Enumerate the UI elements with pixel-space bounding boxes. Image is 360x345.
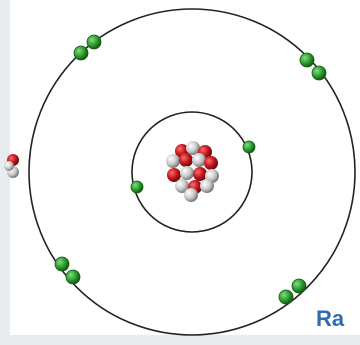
- electron: [86, 34, 102, 50]
- nucleus-particle: [186, 141, 200, 155]
- nucleus-particle: [179, 153, 193, 167]
- inner-shell-electrons: [130, 140, 256, 194]
- nucleus-particle: [167, 168, 181, 182]
- electron: [242, 140, 256, 154]
- nucleus-particle: [175, 179, 189, 193]
- electron: [278, 289, 294, 305]
- electron: [65, 269, 81, 285]
- nucleus-particle: [193, 167, 207, 181]
- electron: [130, 180, 144, 194]
- nucleus-particle: [200, 179, 214, 193]
- nucleus-particle: [204, 156, 218, 170]
- bottom-frame-strip: [0, 335, 360, 345]
- neighbor-atom-fragment: [4, 154, 19, 178]
- inner-orbit: [131, 111, 253, 233]
- nucleus-particle: [166, 154, 180, 168]
- electron: [311, 65, 327, 81]
- left-frame-strip: [0, 0, 10, 345]
- nucleus: [166, 141, 219, 202]
- outer-shell-electrons: [54, 34, 327, 305]
- electron: [291, 278, 307, 294]
- nucleus-particle: [184, 188, 198, 202]
- nucleus-particle: [180, 166, 194, 180]
- electron: [73, 45, 89, 61]
- element-caption: Ra: [316, 306, 345, 331]
- electron: [299, 52, 315, 68]
- electron: [54, 256, 70, 272]
- nucleus-particle: [192, 153, 206, 167]
- outer-orbit: [28, 8, 356, 336]
